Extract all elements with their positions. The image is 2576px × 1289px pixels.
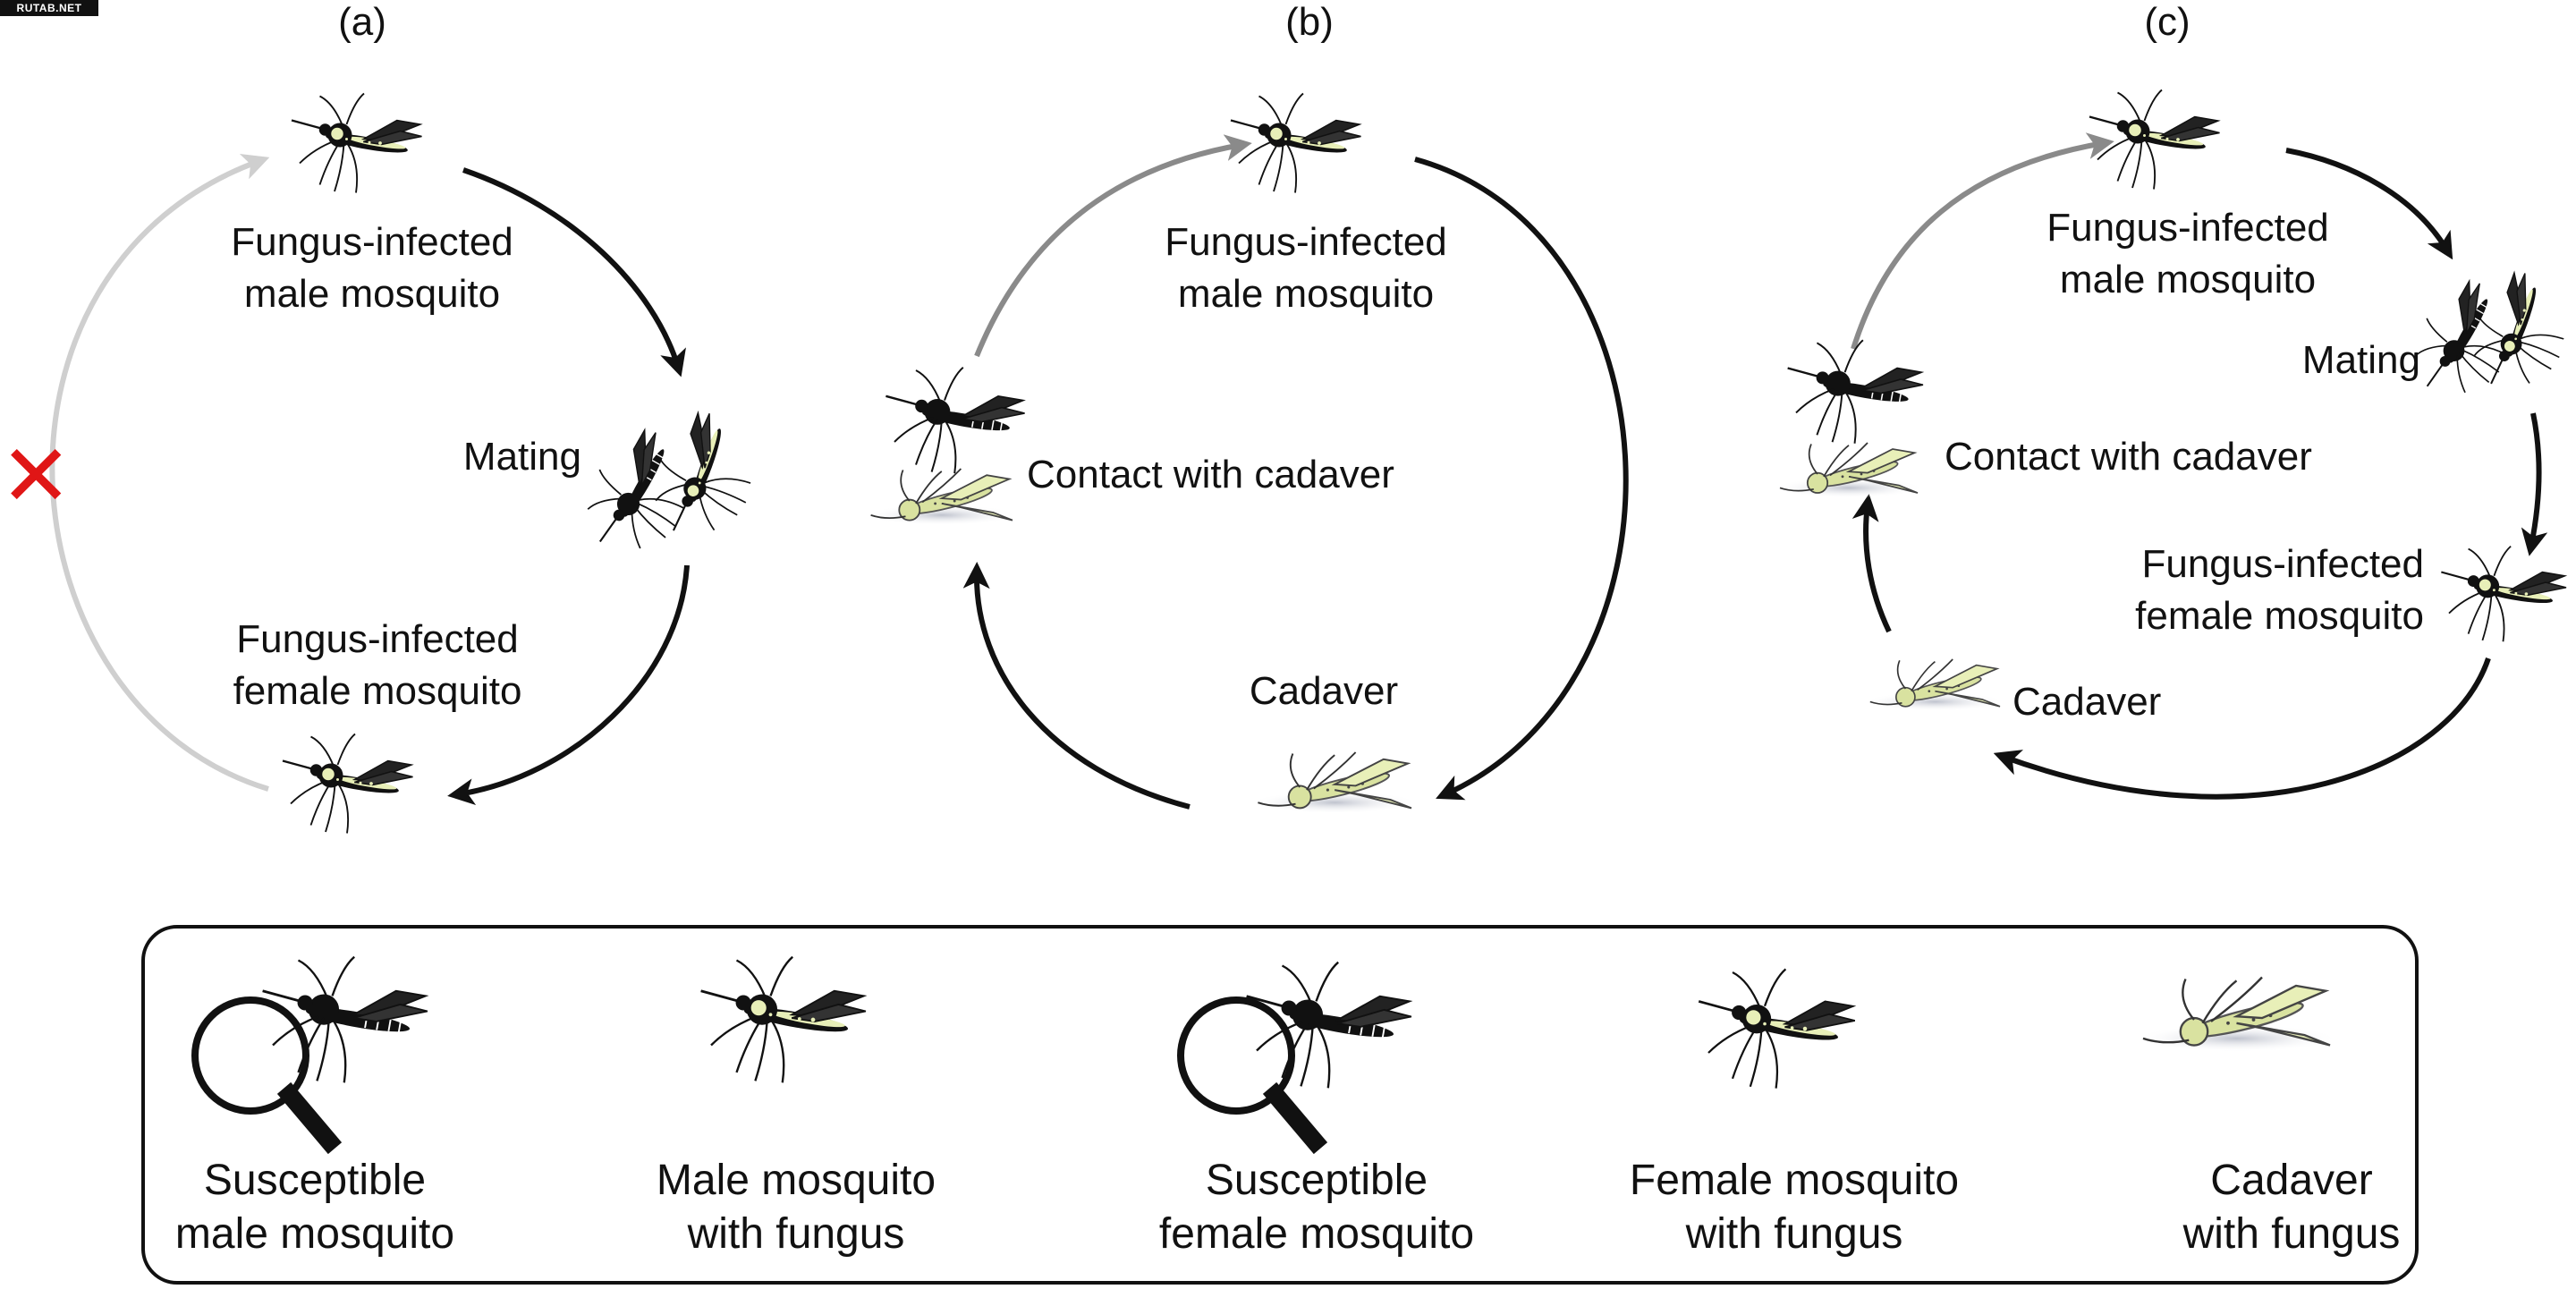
panel-a-mating-label: Mating: [462, 435, 581, 479]
panel-b-cadaver-label: Cadaver: [1249, 669, 1399, 713]
panel-c-infected-female-label: Fungus-infected female mosquito: [2135, 542, 2424, 638]
panel-b-contact-label: Contact with cadaver: [1027, 453, 1394, 496]
panel-a-arrow-to-mating: [462, 167, 686, 377]
panel-c-arrow-to-cadaver: [1993, 657, 2491, 800]
panel-c-arrow-to-female: [2521, 412, 2548, 556]
panel-b-male-infected-icon: [1229, 92, 1362, 194]
legend-item-male-fungus: Male mosquito with fungus: [656, 1157, 936, 1258]
panel-b-arrow-to-cadaver: [1414, 157, 1629, 801]
panel-a-female-infected-icon: [281, 733, 414, 835]
panel-c-arrow-to-contact: [1852, 494, 1892, 633]
panel-c-mating-icon: [2403, 266, 2575, 410]
panel-c-mating-label: Mating: [2301, 338, 2420, 382]
panel-c-cadaver-icon: [1863, 658, 2007, 712]
panel-b-label: (b): [1285, 0, 1334, 44]
panel-c-cadaver-label: Cadaver: [2012, 680, 2162, 724]
panel-c-contact-label: Contact with cadaver: [1945, 435, 2312, 479]
panel-c-label: (c): [2144, 0, 2190, 44]
panel-a-mating-icon: [575, 405, 763, 566]
panel-c-female-infected-icon: [2440, 545, 2568, 643]
panel-c-contact-icon: [1773, 339, 1925, 499]
legend-item-susceptible-male: Susceptible male mosquito: [174, 1157, 455, 1258]
panel-a-return-arrow: [49, 154, 270, 792]
panel-a-male-infected-icon: [290, 92, 423, 194]
panel-b: [863, 92, 1629, 815]
panel-c-male-infected-icon: [2088, 89, 2221, 191]
panel-a-infected-female-label: Fungus-infected female mosquito: [233, 617, 522, 713]
panel-b-arrow-to-contact: [962, 562, 1191, 810]
panel-c: [1773, 89, 2575, 800]
panel-b-arrow-to-male: [974, 134, 1252, 358]
legend-item-cadaver-fungus: Cadaver with fungus: [2182, 1157, 2401, 1258]
panel-a-arrow-to-female: [447, 564, 690, 806]
legend-item-susceptible-female: Susceptible female mosquito: [1158, 1157, 1475, 1258]
panel-c-arrow-to-male: [1851, 132, 2114, 350]
legend-box: [141, 925, 2419, 1285]
panel-c-arrow-to-mating: [2285, 148, 2453, 260]
blocked-x-icon: ✕: [0, 428, 72, 524]
panel-b-infected-male-label: Fungus-infected male mosquito: [1165, 220, 1447, 316]
panel-a-infected-male-label: Fungus-infected male mosquito: [231, 220, 513, 316]
panel-b-contact-icon: [863, 366, 1026, 527]
panel-a: [49, 92, 763, 835]
legend-item-female-fungus: Female mosquito with fungus: [1629, 1157, 1960, 1258]
panel-b-cadaver-icon: [1250, 751, 1419, 815]
panel-c-infected-male-label: Fungus-infected male mosquito: [2046, 206, 2329, 301]
watermark: RUTAB.NET: [0, 0, 98, 16]
panel-a-label: (a): [338, 0, 386, 44]
